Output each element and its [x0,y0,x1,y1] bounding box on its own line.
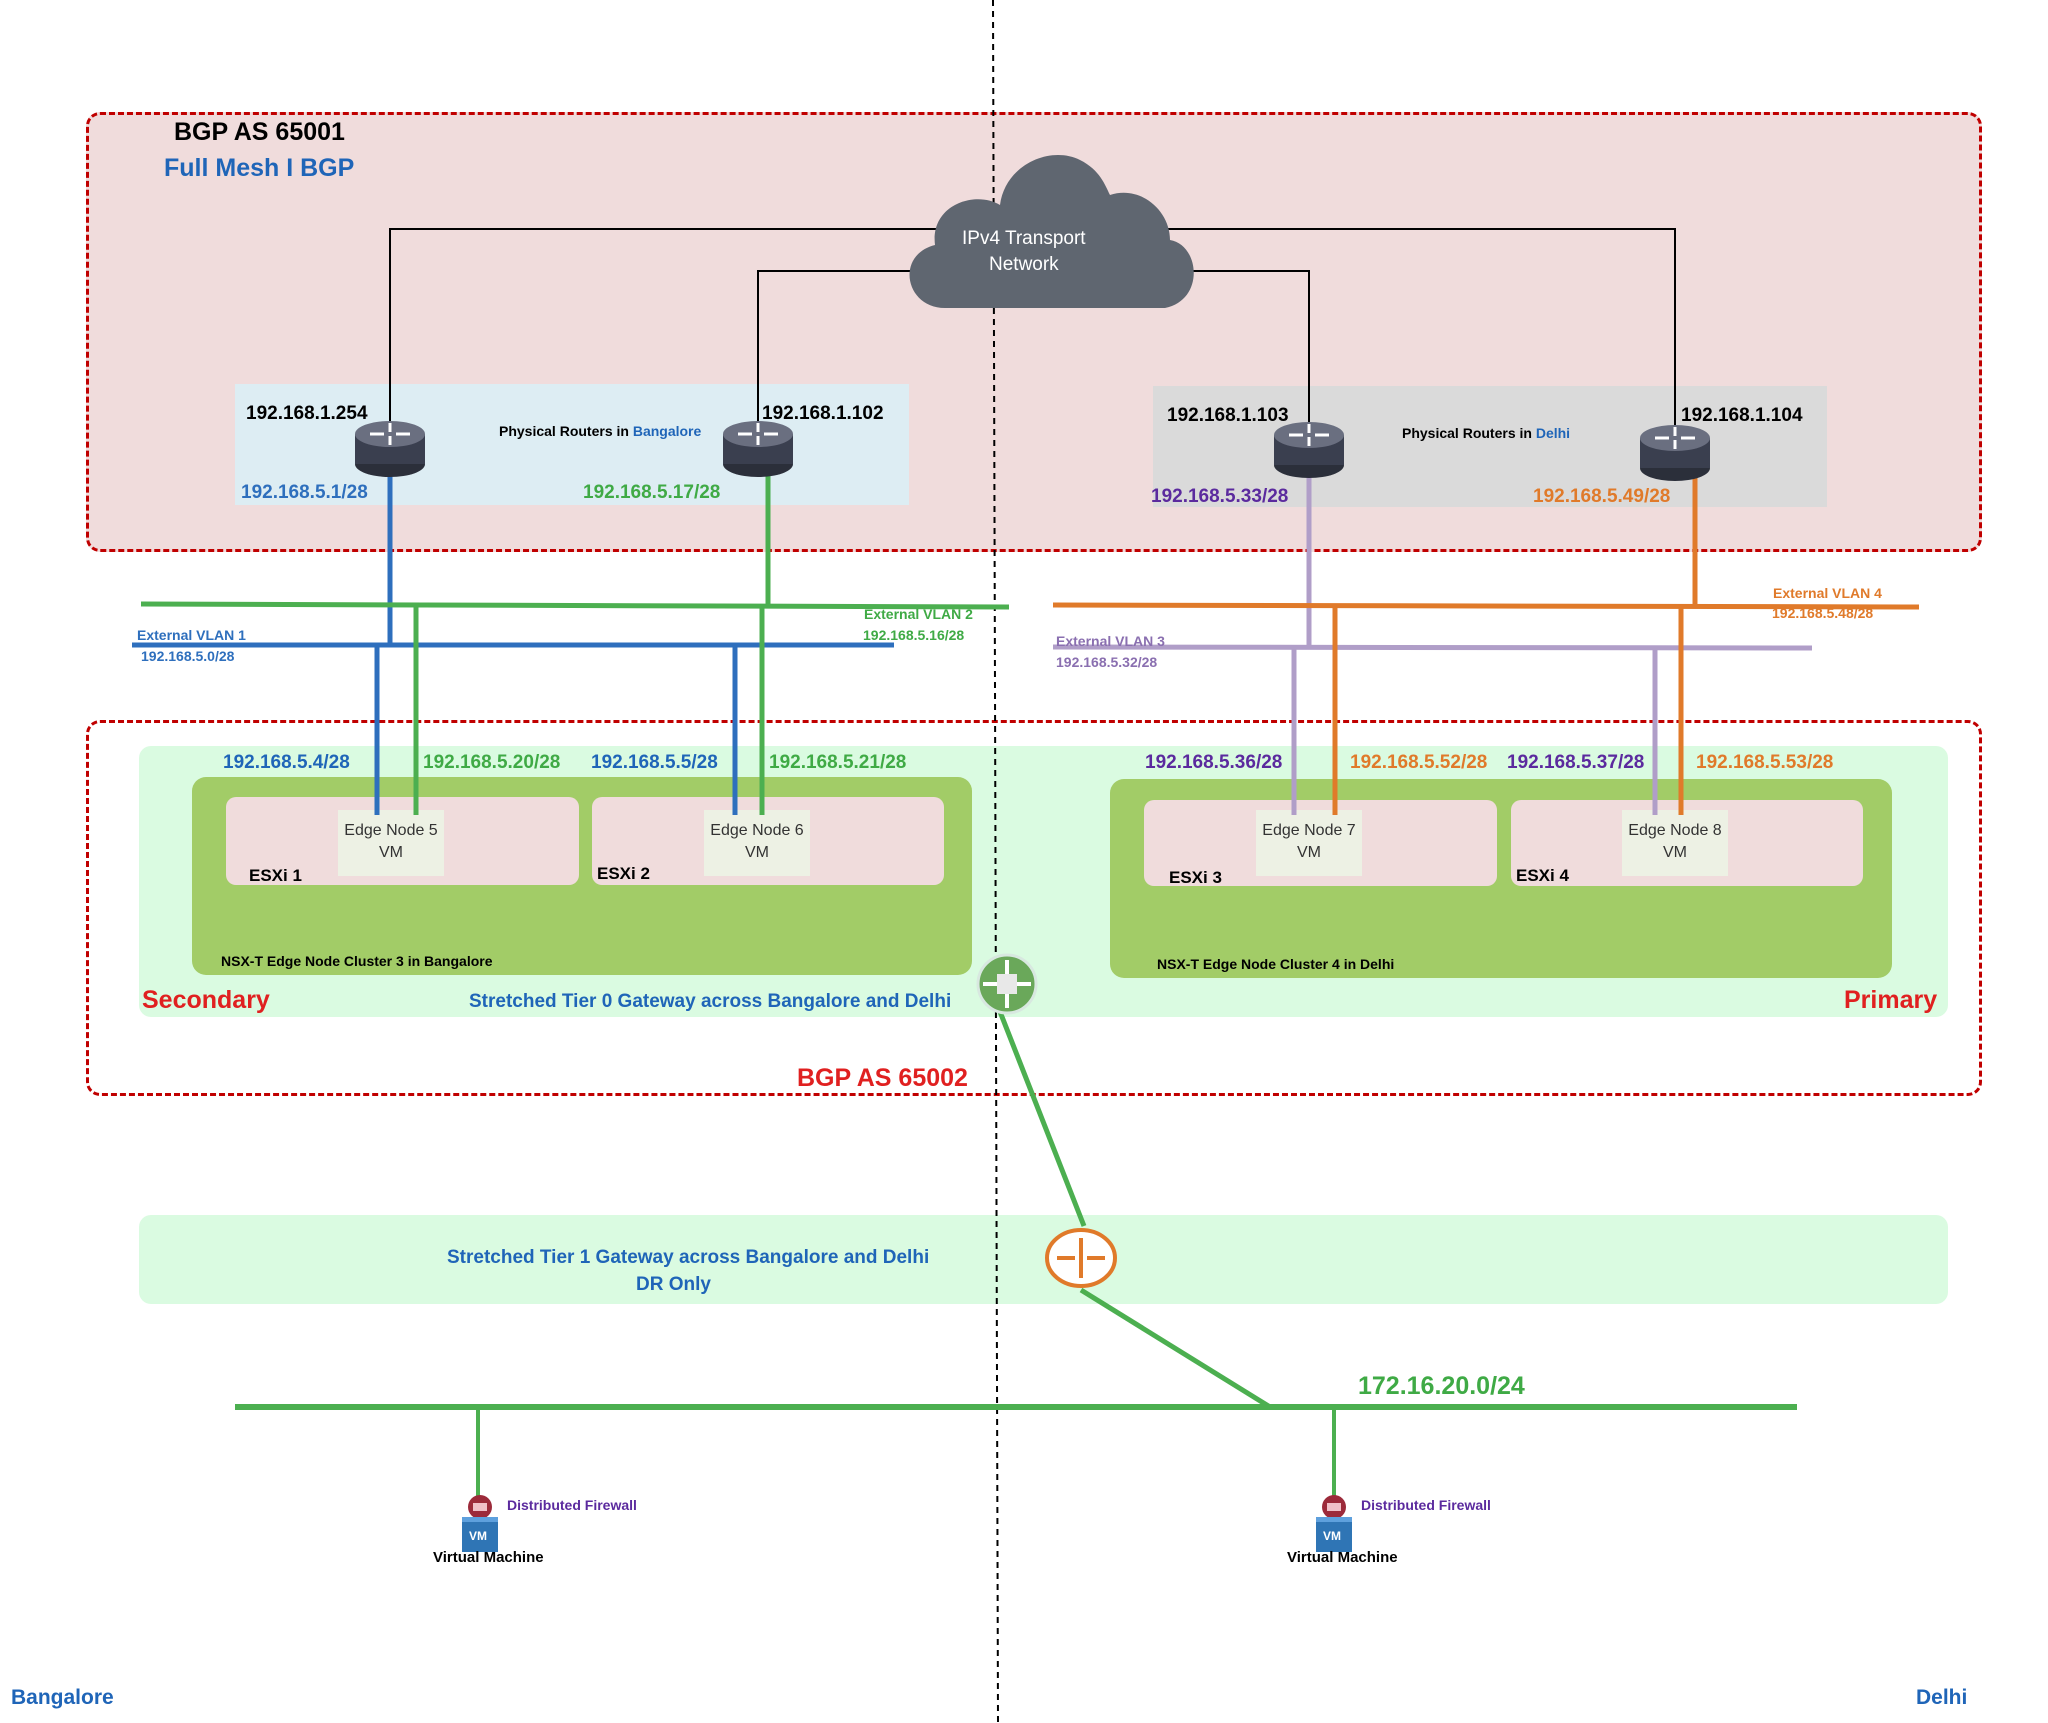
edge8-vlan4-ip: 192.168.5.53/28 [1696,752,1834,773]
vlan3-bar [1052,644,1813,651]
firewall-icon [1322,1495,1346,1519]
firewall-icon [468,1495,492,1519]
vlan4-bar [1052,602,1920,610]
edge6-vlan2-ip: 192.168.5.21/28 [769,752,907,773]
edge6-vlan1-ip: 192.168.5.5/28 [591,752,718,773]
vm-icon[interactable] [1316,1517,1352,1552]
router-icon[interactable] [355,421,425,477]
site-label-delhi: Delhi [1916,1686,1968,1709]
router-icon[interactable] [1274,422,1344,478]
label-prefix: Physical Routers in [499,423,633,439]
vlan1-subnet: 192.168.5.0/28 [141,648,235,664]
router-icon[interactable] [1640,425,1710,481]
primary-label: Primary [1844,986,1938,1014]
edge5-vlan1-ip: 192.168.5.4/28 [223,752,350,773]
vlan1-name: External VLAN 1 [137,627,246,643]
segment-subnet: 172.16.20.0/24 [1358,1372,1525,1400]
edge7-vlan4-ip: 192.168.5.52/28 [1350,752,1488,773]
vm-type: VM [1297,844,1321,861]
vlan4-name: External VLAN 4 [1773,585,1882,601]
vlan3-name: External VLAN 3 [1056,633,1165,649]
tier1-gateway-zone [139,1215,1948,1304]
edge8-vlan3-ip: 192.168.5.37/28 [1507,752,1645,773]
vm-name: Edge Node 8 [1628,822,1722,839]
edge7-vlan3-ip: 192.168.5.36/28 [1145,752,1283,773]
bgp-full-mesh-label: Full Mesh I BGP [164,154,355,182]
vm-label: Virtual Machine [433,1549,544,1566]
site-label-bangalore: Bangalore [11,1686,114,1709]
vm-type: VM [745,844,769,861]
cluster4-label: NSX-T Edge Node Cluster 4 in Delhi [1157,956,1395,972]
router-group-label-bangalore: Physical Routers in Bangalore [499,423,701,439]
vm-icon-text: VM [1323,1529,1341,1543]
router3-mgmt-ip: 192.168.1.103 [1167,405,1289,426]
firewall-label: Distributed Firewall [1361,1497,1491,1513]
bangalore-router-group [235,384,909,505]
bgp-as-65002-title: BGP AS 65002 [797,1064,968,1092]
t1-segment-link [1079,1287,1272,1410]
vm-icon[interactable] [462,1517,498,1552]
delhi-router-group [1153,386,1827,507]
edge-node-8-vm[interactable]: Edge Node 8 VM [1622,810,1728,876]
esxi3-label: ESXi 3 [1169,868,1222,887]
label-prefix: Physical Routers in [1402,425,1536,441]
bgp-as-65001-title: BGP AS 65001 [174,118,345,146]
vlan2-name: External VLAN 2 [864,606,973,622]
label-site: Delhi [1535,425,1571,441]
edge-node-5-vm[interactable]: Edge Node 5 VM [338,810,444,876]
esxi2-label: ESXi 2 [597,864,650,883]
cloud-icon [909,155,1194,308]
vlan4-subnet: 192.168.5.48/28 [1772,605,1874,621]
cluster3-label: NSX-T Edge Node Cluster 3 in Bangalore [221,953,493,969]
esxi4-label: ESXi 4 [1516,866,1569,885]
edge-node-7-vm[interactable]: Edge Node 7 VM [1256,810,1362,876]
vm-icon-text: VM [469,1529,487,1543]
router2-mgmt-ip: 192.168.1.102 [762,403,884,424]
vm-label: Virtual Machine [1287,1549,1398,1566]
vlan2-bar [140,601,1010,610]
vlan3-subnet: 192.168.5.32/28 [1056,654,1158,670]
tier1-label-line2: DR Only [636,1274,711,1295]
vlan2-subnet: 192.168.5.16/28 [863,627,965,643]
t0-t1-link [994,1003,1087,1227]
router4-mgmt-ip: 192.168.1.104 [1681,405,1803,426]
router1-mgmt-ip: 192.168.1.254 [246,403,368,424]
firewall-label: Distributed Firewall [507,1497,637,1513]
router1-uplink-ip: 192.168.5.1/28 [241,482,368,503]
router3-uplink-ip: 192.168.5.33/28 [1151,486,1289,507]
cloud-label-line2: Network [989,254,1059,275]
cloud-label-line1: IPv4 Transport [962,228,1086,249]
router4-uplink-ip: 192.168.5.49/28 [1533,486,1671,507]
label-site: Bangalore [632,423,702,439]
edge-node-6-vm[interactable]: Edge Node 6 VM [704,810,810,876]
edge5-vlan2-ip: 192.168.5.20/28 [423,752,561,773]
tier0-gateway-icon[interactable] [976,953,1038,1015]
vm-type: VM [1663,844,1687,861]
vm-name: Edge Node 6 [710,822,804,839]
tier1-label-line1: Stretched Tier 1 Gateway across Bangalor… [447,1247,930,1268]
tier0-label: Stretched Tier 0 Gateway across Bangalor… [469,991,952,1012]
vm-name: Edge Node 7 [1262,822,1356,839]
vm-type: VM [379,844,403,861]
router-icon[interactable] [723,421,793,477]
vm-name: Edge Node 5 [344,822,438,839]
secondary-label: Secondary [142,986,270,1014]
router2-uplink-ip: 192.168.5.17/28 [583,482,721,503]
esxi1-label: ESXi 1 [249,866,302,885]
tier1-gateway-icon[interactable] [1045,1228,1117,1288]
router-group-label-delhi: Physical Routers in Delhi [1402,425,1570,441]
